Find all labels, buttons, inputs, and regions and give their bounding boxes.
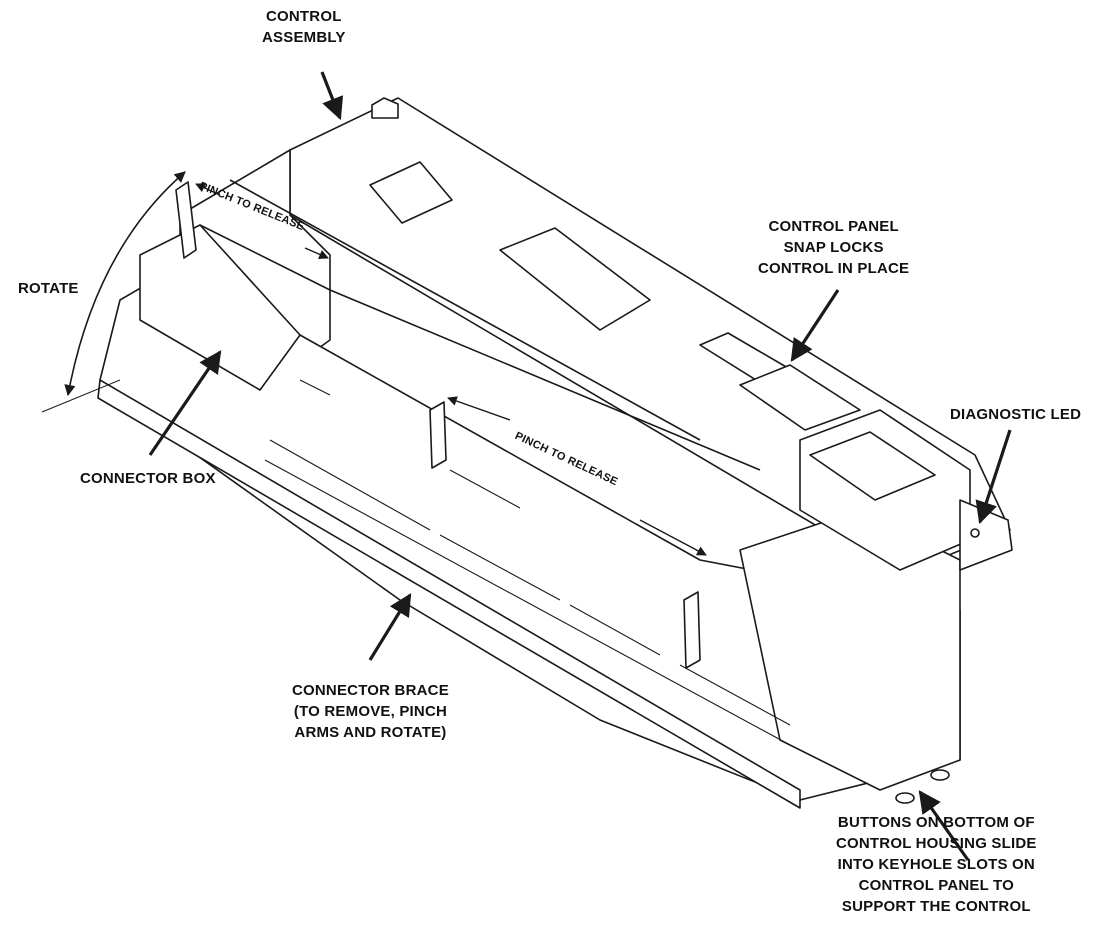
pinch-arrow-top-left — [195, 183, 221, 196]
label-diagnostic-led: DIAGNOSTIC LED — [950, 406, 1082, 423]
arrow-buttons — [918, 790, 970, 861]
ridge-line-2 — [229, 179, 701, 441]
diagnostic-led-dot — [970, 528, 980, 538]
top-pad-1 — [369, 161, 453, 224]
label-buttons-keyhole: BUTTONS ON BOTTOM OF CONTROL HOUSING SLI… — [836, 814, 1037, 915]
pinch-arrow-mid-left — [447, 396, 511, 421]
pinch-arm-mid — [429, 401, 447, 469]
arrow-diagnostic-led — [975, 429, 1012, 525]
rotate-ref-line — [41, 379, 121, 413]
pinch-arrow-mid-right — [639, 519, 707, 556]
top-pad-2 — [499, 227, 651, 331]
arrow-control-assembly — [320, 71, 344, 121]
arrow-control-panel — [790, 289, 840, 362]
pinch-arm-right — [683, 591, 701, 669]
rotate-arc — [64, 171, 186, 397]
top-tab — [371, 97, 399, 119]
arrow-connector-box — [148, 350, 222, 456]
connector-slots — [264, 379, 791, 746]
diagnostic-recess — [809, 431, 936, 501]
label-connector-box: CONNECTOR BOX — [80, 470, 216, 487]
leader-arrows — [148, 71, 1012, 861]
right-flange — [959, 499, 1013, 571]
label-control-panel-snap-locks: CONTROL PANEL SNAP LOCKS CONTROL IN PLAC… — [758, 218, 910, 277]
label-rotate: ROTATE — [18, 280, 79, 297]
label-connector-brace: CONNECTOR BRACE (TO REMOVE, PINCH ARMS A… — [292, 682, 449, 741]
control-housing-drawing — [97, 97, 1013, 809]
keyhole-button-1 — [895, 792, 915, 804]
keyhole-button-2 — [930, 769, 950, 781]
arrow-connector-brace — [368, 593, 412, 661]
top-pad-3 — [739, 364, 861, 431]
label-control-assembly: CONTROL ASSEMBLY — [262, 8, 346, 46]
ridge-line — [199, 224, 761, 471]
pinch-arrow-top-right — [304, 247, 329, 259]
